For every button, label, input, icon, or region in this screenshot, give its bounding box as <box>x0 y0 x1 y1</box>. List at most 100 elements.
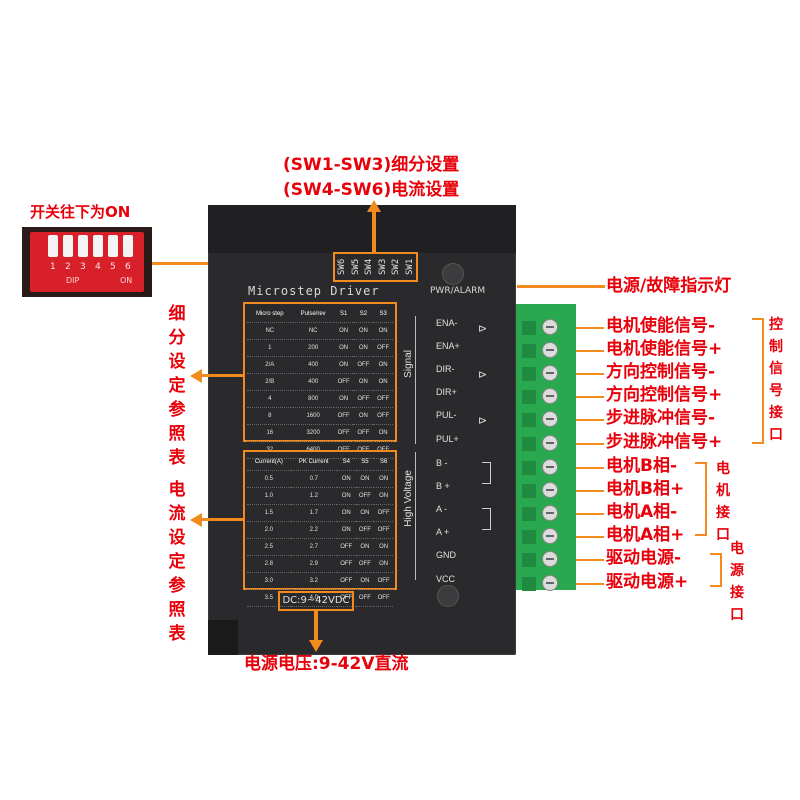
callout-char: 流 <box>168 504 186 524</box>
terminal-slot[interactable] <box>520 409 572 431</box>
sw-label: SW4 <box>364 258 374 276</box>
power-bracket <box>710 553 722 587</box>
terminal-slot[interactable] <box>520 503 572 525</box>
terminal-callout: 方向控制信号+ <box>606 385 723 405</box>
table-cell: OFF <box>355 589 375 607</box>
table-cell: OFF <box>336 572 356 590</box>
callout-char: 设 <box>168 352 186 372</box>
table-cell: ON <box>373 322 393 340</box>
table-cell: 0.7 <box>290 470 337 488</box>
callout-char: 照 <box>168 424 186 444</box>
sw-setting-callout-1: (SW1-SW3)细分设置 <box>283 155 460 175</box>
terminal-screw-icon <box>542 319 558 335</box>
dip-number: 4 <box>95 262 101 272</box>
table-cell: 16 <box>247 424 293 442</box>
dip-number: 1 <box>50 262 56 272</box>
micro-table-callout: 细分设定参照表 <box>166 302 188 470</box>
terminal-slot[interactable] <box>520 573 572 595</box>
table-cell: 2.2 <box>290 521 337 539</box>
table-cell: ON <box>355 572 375 590</box>
table-cell: OFF <box>353 356 374 374</box>
terminal-slot[interactable] <box>520 480 572 502</box>
table-cell: ON <box>373 373 393 391</box>
pin-label: B - <box>436 458 448 468</box>
terminal-slot[interactable] <box>520 340 572 362</box>
dip-toggle <box>93 235 103 257</box>
sw-label: SW1 <box>404 258 415 276</box>
callout-char: 设 <box>168 528 186 548</box>
table-cell: OFF <box>333 424 354 442</box>
optocoupler-icon: ⊳ <box>478 322 488 335</box>
table-cell: 200 <box>292 339 334 357</box>
table-cell: ON <box>374 538 393 556</box>
table-cell: 4 <box>247 390 293 408</box>
table-cell: OFF <box>336 589 356 607</box>
table-cell: ON <box>374 470 393 488</box>
micro-leader-line <box>200 374 243 377</box>
signal-group-label: Signal <box>403 350 414 378</box>
arrow-down-icon <box>309 640 323 652</box>
table-cell: 1.2 <box>290 487 337 505</box>
terminal-slot[interactable] <box>520 317 572 339</box>
pwr-alarm-callout: 电源/故障指示灯 <box>606 276 732 296</box>
dip-label: DIP <box>66 276 80 285</box>
wire-slot <box>522 413 536 427</box>
motor-interface-callout: 电机接口 <box>714 458 732 546</box>
callout-char: 定 <box>168 552 186 572</box>
pwr-alarm-label: PWR/ALARM <box>430 286 486 296</box>
table-cell: 1 <box>247 339 293 357</box>
dip-number: 3 <box>80 262 86 272</box>
wire-slot <box>522 390 536 404</box>
terminal-screw-icon <box>542 482 558 498</box>
table-cell: 1600 <box>292 407 334 425</box>
terminal-slot[interactable] <box>520 457 572 479</box>
table-header-cell: Current(A) <box>247 454 291 471</box>
wire-slot <box>522 507 536 521</box>
pin-label: ENA- <box>436 318 458 328</box>
table-cell: NC <box>292 322 334 340</box>
pin-label: DIR- <box>436 364 455 374</box>
current-leader-line <box>200 518 243 521</box>
table-cell: ON <box>355 538 375 556</box>
table-cell: ON <box>353 322 374 340</box>
table-header-cell: S2 <box>353 306 374 323</box>
pin-label: PUL- <box>436 410 457 420</box>
terminal-slot[interactable] <box>520 433 572 455</box>
high-voltage-group-label: High Voltage <box>403 470 414 527</box>
table-cell: 2.7 <box>290 538 337 556</box>
callout-char: 电 <box>730 541 744 557</box>
terminal-slot[interactable] <box>520 386 572 408</box>
pwr-led-screw <box>442 263 464 285</box>
terminal-slot[interactable] <box>520 526 572 548</box>
terminal-leader-line <box>576 350 604 352</box>
driver-title: Microstep Driver <box>248 284 380 298</box>
terminal-screw-icon <box>542 435 558 451</box>
pin-label: GND <box>436 550 456 560</box>
callout-char: 接 <box>730 585 744 601</box>
table-cell: ON <box>353 373 374 391</box>
table-cell: OFF <box>333 407 354 425</box>
callout-char: 接 <box>769 405 783 421</box>
table-cell: OFF <box>353 390 374 408</box>
terminal-callout: 步进脉冲信号- <box>606 408 716 428</box>
callout-char: 细 <box>168 304 186 324</box>
pin-label: A - <box>436 504 448 514</box>
table-header-cell: Pulse/rev <box>292 306 334 323</box>
table-cell: ON <box>333 390 354 408</box>
table-cell: OFF <box>374 504 393 522</box>
arrow-left-icon <box>190 513 202 527</box>
table-cell: 2/A <box>247 356 293 374</box>
terminal-slot[interactable] <box>520 549 572 571</box>
sw-setting-callout-2: (SW4-SW6)电流设置 <box>283 180 460 200</box>
terminal-callout: 步进脉冲信号+ <box>606 432 723 452</box>
terminal-slot[interactable] <box>520 363 572 385</box>
